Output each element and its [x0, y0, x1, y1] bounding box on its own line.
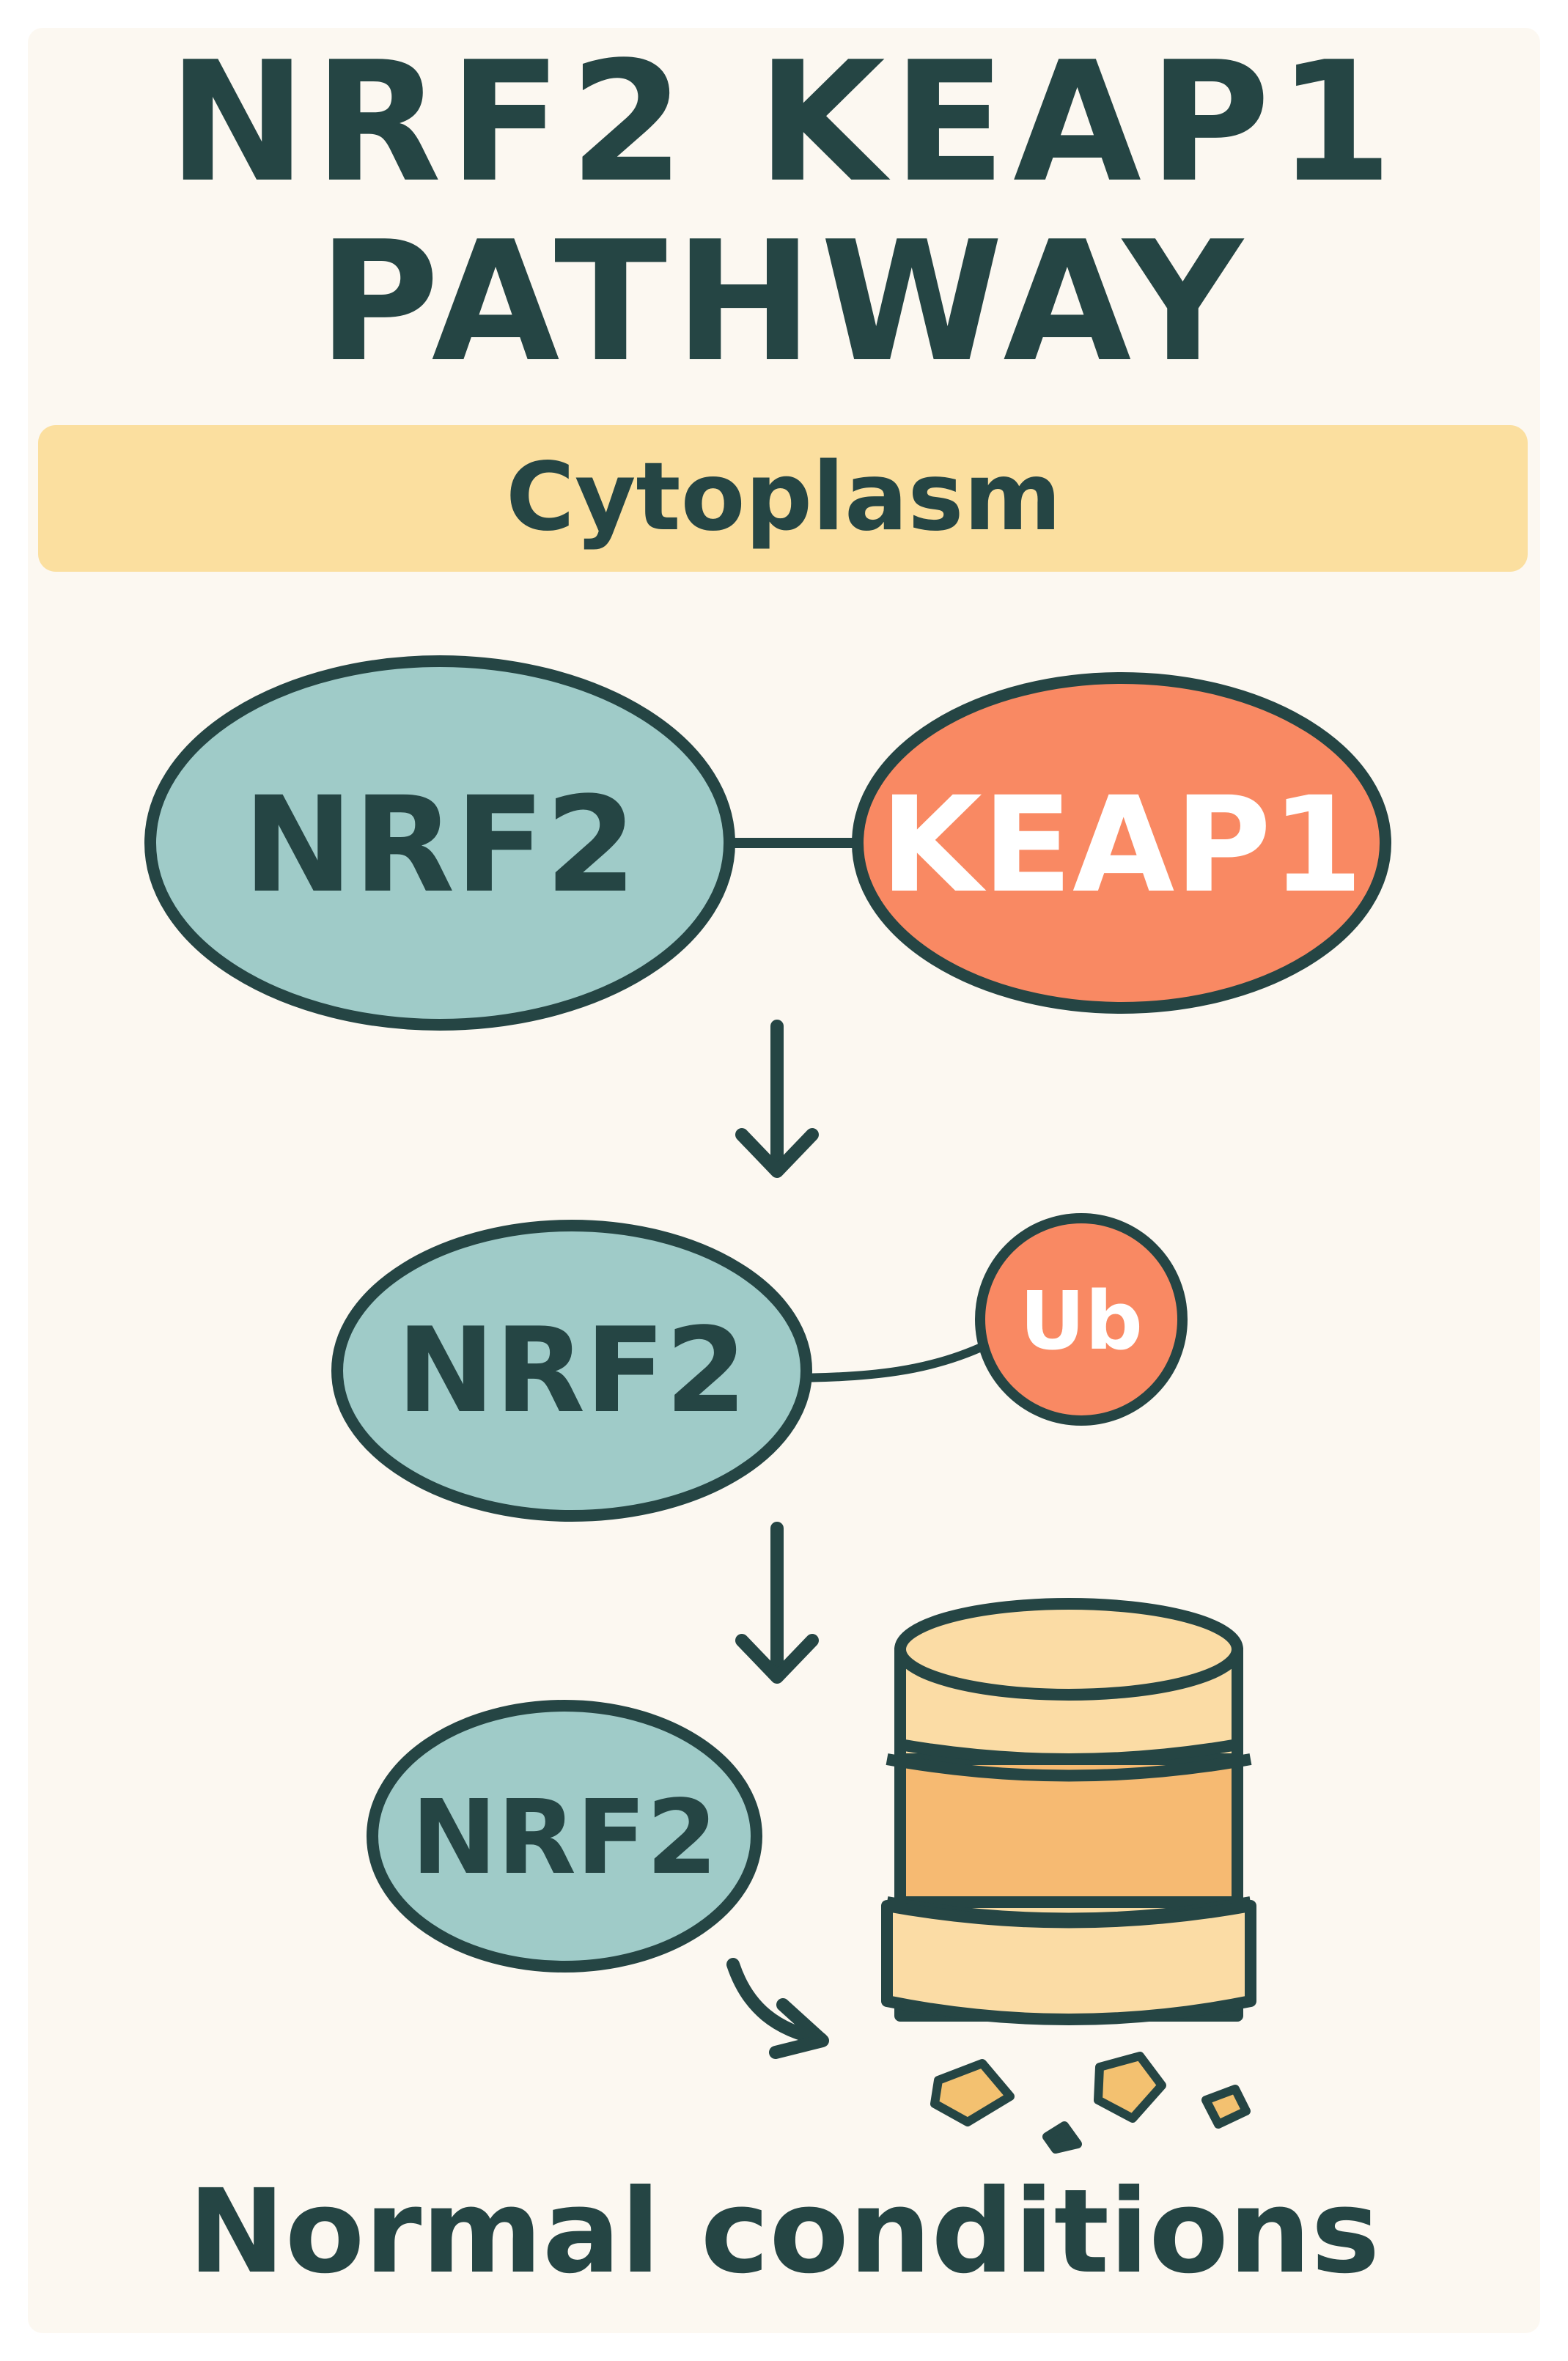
footer-label: Normal conditions [188, 2165, 1380, 2299]
keap1-label: KEAP1 [880, 769, 1363, 922]
ub-label: Ub [1020, 1274, 1143, 1368]
cytoplasm-band: Cytoplasm [38, 425, 1528, 572]
title-line-2: PATHWAY [317, 206, 1251, 399]
nrf2-oval-complex [144, 655, 735, 1031]
nrf2-label-ubiquitinated: NRF2 [397, 1302, 747, 1439]
title-line-1: NRF2 KEAP1 [168, 26, 1400, 219]
down-arrow-icon [735, 1020, 819, 1178]
proteasome-icon [881, 1598, 1256, 2025]
nrf2-keap1-complex: NRF2 KEAP1 [144, 655, 1391, 1031]
nrf2-oval-ubiquitinated [331, 1220, 812, 1522]
nrf2-label-free: NRF2 [411, 1778, 718, 1898]
nrf2-oval-free [367, 1700, 762, 1973]
curved-arrow-icon [726, 1958, 829, 2059]
cytoplasm-label: Cytoplasm [506, 443, 1061, 552]
peptide-fragments-icon [930, 2052, 1251, 2154]
nrf2-label-complex: NRF2 [243, 769, 636, 922]
diagram-card [28, 28, 1540, 2333]
degradation-nrf2: NRF2 [367, 1700, 762, 1973]
down-arrow-icon [735, 1522, 819, 1684]
ubiquitinated-nrf2: NRF2 Ub [331, 1213, 1188, 1522]
ub-bond-line [784, 1341, 988, 1382]
keap1-oval [852, 672, 1391, 1014]
ub-circle [975, 1213, 1188, 1426]
